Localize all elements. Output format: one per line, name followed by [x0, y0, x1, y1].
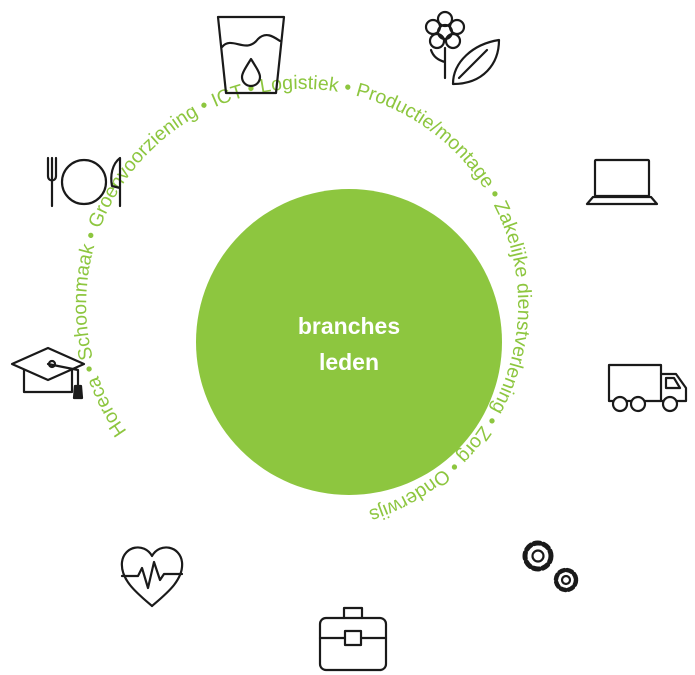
center-label-line1: branches [298, 313, 400, 339]
gears-icon [522, 540, 579, 593]
cleaning-bucket-icon [216, 15, 286, 95]
center-label-line2: leden [319, 349, 379, 375]
graduation-cap-icon [10, 346, 86, 400]
plate-cutlery-icon [46, 156, 122, 208]
center-circle [196, 189, 502, 495]
heart-pulse-icon [120, 546, 184, 608]
flower-leaf-icon [424, 10, 501, 86]
truck-icon [607, 363, 688, 413]
laptop-icon [585, 158, 659, 206]
briefcase-icon [318, 606, 388, 672]
